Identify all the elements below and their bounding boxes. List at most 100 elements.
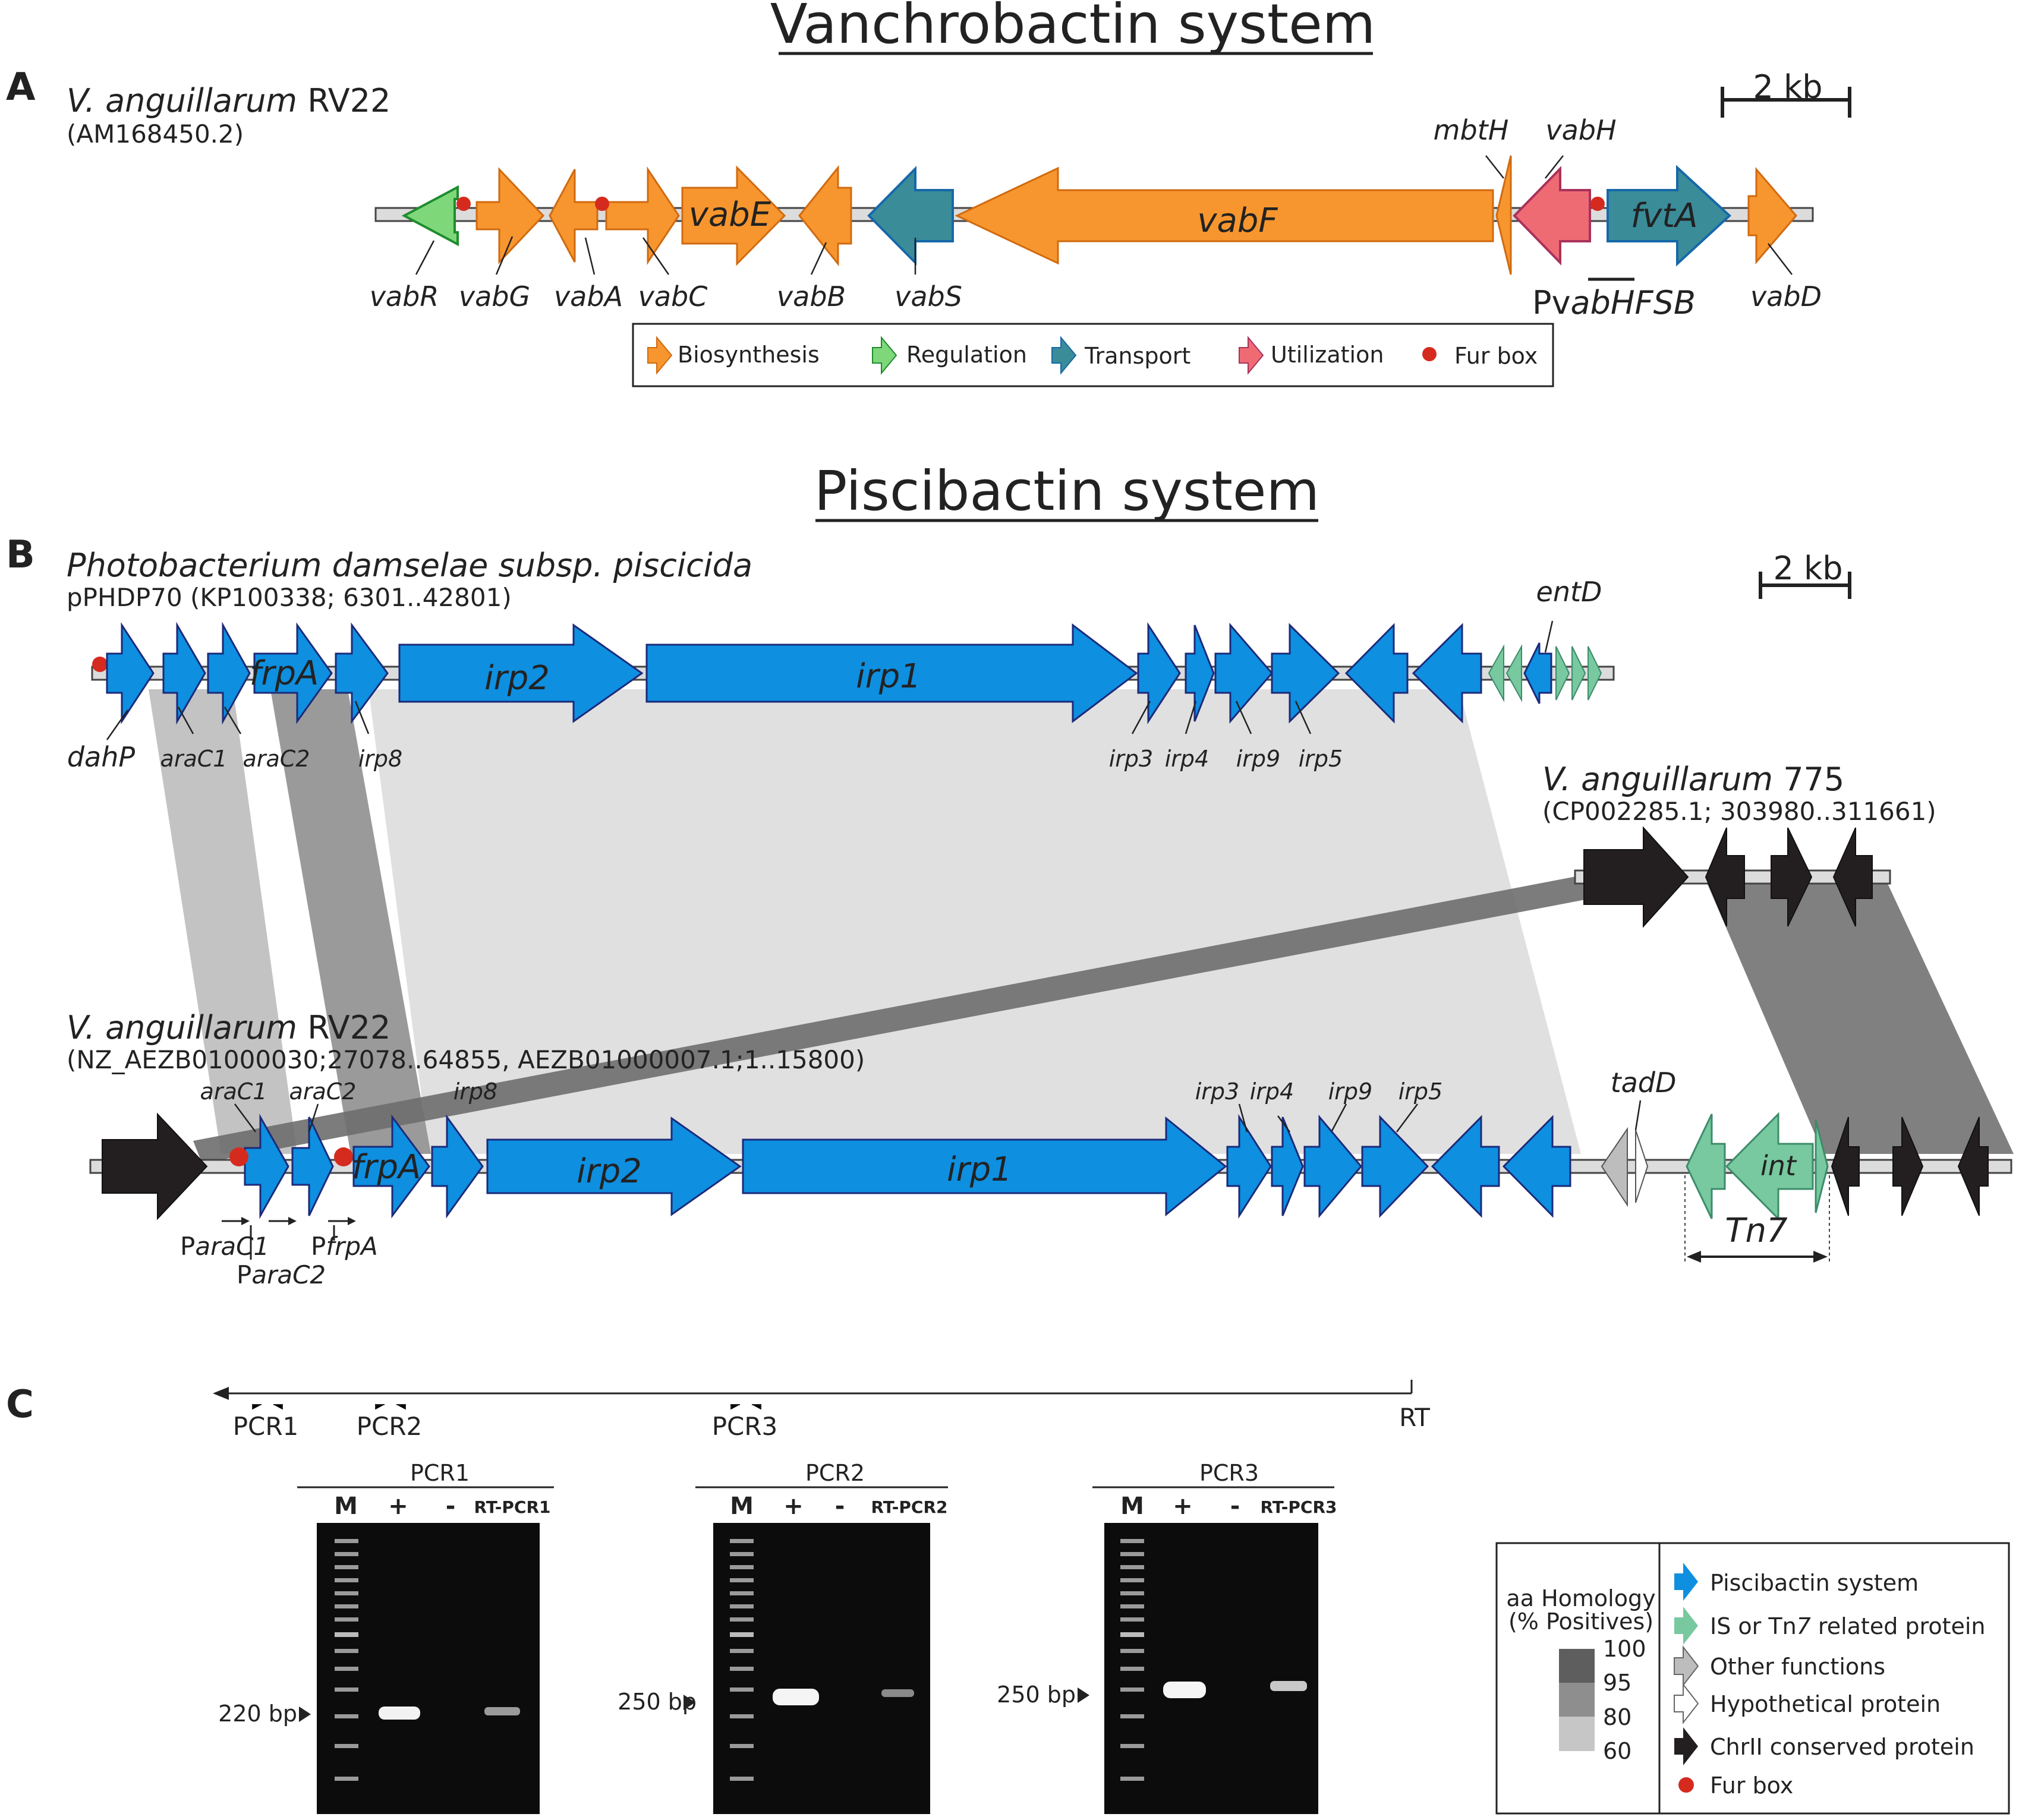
- panel-a-accession: (AM168450.2): [67, 119, 244, 149]
- panel-b-scale-bar: 2 kb: [1759, 550, 1851, 599]
- gel-pcr2-lane-m: M: [730, 1493, 754, 1520]
- legend-biosynthesis-label: Biosynthesis: [678, 342, 820, 368]
- promoter-arrowhead: [348, 1217, 356, 1225]
- gene-vabS-label: vabS: [894, 280, 962, 313]
- rv22-gene-tadD-arrow: [1601, 1127, 1628, 1207]
- panel-c: C RT PCR1 PCR2 PCR3 PCR1 M + - RT-PCR1: [6, 1380, 2010, 1815]
- legend-item-chrII: ChrII conserved protein: [1710, 1734, 1974, 1760]
- rv22-gene-irp2-label: irp2: [577, 1152, 642, 1191]
- homology-scale-100-95: [1559, 1649, 1595, 1683]
- pd-gene-dahP-label: dahP: [67, 741, 136, 773]
- rv22-tn7-arrow: [1815, 1119, 1829, 1213]
- rv22-gene-irp1-label: irp1: [947, 1150, 1012, 1189]
- panel-a-scale-label: 2 kb: [1753, 68, 1822, 106]
- legend-item-tn7: IS or Tn7 related protein: [1710, 1613, 1986, 1639]
- gene-fvtA-arrow: [1607, 165, 1731, 267]
- rv22-gene-araC2-label: araC2: [289, 1078, 357, 1105]
- rv22-chrII-arrow: [1892, 1116, 1924, 1216]
- homology-scale-value-100: 100: [1603, 1636, 1646, 1662]
- legend-item-tn7-ital: 7: [1797, 1613, 1811, 1639]
- legend-furbox-icon: [1422, 347, 1437, 361]
- fur-box: [92, 657, 108, 672]
- gel-pcr1-size-label: 220 bp: [218, 1701, 297, 1727]
- pd-tn7-arrow: [1505, 644, 1522, 702]
- gene-vabB-label: vabB: [777, 280, 846, 313]
- rv22-gene-irp5-arrow: [1361, 1115, 1429, 1218]
- pd-gene-araC2-label: araC2: [243, 746, 310, 772]
- legend-regulation-label: Regulation: [906, 342, 1027, 368]
- gel-pcr3-lane-m: M: [1120, 1493, 1144, 1520]
- legend-utilization-label: Utilization: [1271, 342, 1384, 368]
- pd-tn7-arrow: [1488, 644, 1504, 702]
- gel-pcr2-title: PCR2: [805, 1460, 865, 1486]
- promoter-prefix: Pv: [1532, 284, 1571, 321]
- rv22-gene-irp9-arrow: [1303, 1114, 1362, 1219]
- rv22-chrII-arrow: [102, 1112, 208, 1220]
- rv22-organism-strain: RV22: [297, 1009, 390, 1046]
- pd-gene-irp8-label: irp8: [358, 746, 402, 772]
- rv22-gene-irp2-arrow: [486, 1116, 742, 1216]
- rv22-gene-frpA-label: frpA: [352, 1148, 421, 1187]
- panel-b-scale-label: 2 kb: [1773, 550, 1842, 587]
- panel-a: A Vanchrobactin system V. anguillarum RV…: [6, 0, 1851, 387]
- gene-vabF-label: vabF: [1197, 201, 1278, 240]
- pd-gene-araC2-arrow: [207, 622, 251, 725]
- rv22-gene-irp5-label: irp5: [1399, 1078, 1442, 1105]
- v775-chrII-arrow: [1583, 826, 1689, 928]
- pd-gene-entD-label: entD: [1536, 576, 1602, 608]
- pcr1-marker-label: PCR1: [233, 1412, 299, 1441]
- pd-gene-irp2-arrow: [398, 623, 644, 723]
- pd-organism: Photobacterium damselae subsp. piscicida: [67, 547, 752, 584]
- panel-a-leader-lines: [415, 155, 1793, 275]
- promoter-arrowhead: [241, 1217, 250, 1225]
- promoter-pfrpa-prefix: P: [311, 1232, 326, 1261]
- rt-label: RT: [1399, 1403, 1430, 1432]
- promoter-parac1-name: araC1: [195, 1232, 269, 1261]
- rv22-gene-frpA-arrow: [352, 1114, 430, 1219]
- legend-biosynthesis-icon: [647, 336, 673, 375]
- rv22-gene-tadD-label: tadD: [1611, 1067, 1677, 1099]
- gel-pcr2-band-rt: [881, 1689, 914, 1697]
- gene-vabR-arrow: [401, 185, 459, 247]
- gel-pcr1-lane-rt: RT-PCR1: [474, 1497, 550, 1517]
- gel-pcr1: PCR1 M + - RT-PCR1 220 bp: [218, 1460, 554, 1814]
- gene-vabD-arrow: [1747, 166, 1797, 265]
- gene-vabA-label: vabA: [554, 280, 623, 313]
- pd-gene-irp4-arrow: [1185, 624, 1215, 722]
- pd-gene-irp3-label: irp3: [1109, 746, 1153, 772]
- gel-pcr1-band-rt: [484, 1707, 520, 1715]
- legend-regulation-icon: [872, 336, 897, 375]
- homology-scale-80-60: [1559, 1717, 1595, 1751]
- pd-gene-irp4-label: irp4: [1165, 746, 1209, 772]
- legend-chrII-icon: [1674, 1727, 1698, 1765]
- v775-accession: (CP002285.1; 303980..311661): [1542, 797, 1936, 826]
- gene-vabE-label: vabE: [689, 195, 771, 234]
- legend-item-piscibactin: Piscibactin system: [1710, 1570, 1919, 1596]
- ribbon-pd-rv22-arac2: [270, 689, 431, 1154]
- promoter-pfrpa-name: frpA: [326, 1232, 377, 1261]
- gene-vabH-arrow: [1513, 166, 1591, 266]
- legend-item-other-text: Other functions: [1710, 1654, 1885, 1680]
- ribbon-775-rv22-right: [1703, 873, 2014, 1154]
- gel-pcr2-ladder: [730, 1539, 754, 1781]
- gel-pcr3-size-label: 250 bp: [997, 1682, 1076, 1708]
- gene-vabE-arrow: [681, 165, 786, 266]
- promoter-pfrpa-label: PfrpA: [311, 1232, 378, 1261]
- pd-accession: pPHDP70 (KP100338; 6301..42801): [67, 583, 512, 612]
- gene-vabB-arrow: [798, 165, 852, 267]
- rv22-gene-int-arrow: [1725, 1112, 1814, 1221]
- gel-pcr2-lane-plus: +: [783, 1493, 804, 1520]
- pd-gene-irp3-arrow: [1137, 622, 1181, 725]
- gel-pcr3-band-plus: [1163, 1682, 1206, 1698]
- rv22-gene-int-label: int: [1760, 1150, 1797, 1182]
- rv22-gene-irp4-arrow: [1271, 1116, 1304, 1216]
- pd-gene-irp1-label: irp1: [856, 657, 921, 696]
- pd-gene-dahP-arrow: [106, 622, 155, 725]
- pd-gene-entD-arrow: [1523, 642, 1552, 704]
- tn7-label: Tn7: [1725, 1212, 1788, 1250]
- homology-scale-value-80: 80: [1603, 1704, 1631, 1730]
- pcr2-marker-label: PCR2: [357, 1412, 423, 1441]
- homology-ribbons: [149, 689, 2014, 1163]
- legend-item-hypothetical: Hypothetical protein: [1710, 1691, 1941, 1717]
